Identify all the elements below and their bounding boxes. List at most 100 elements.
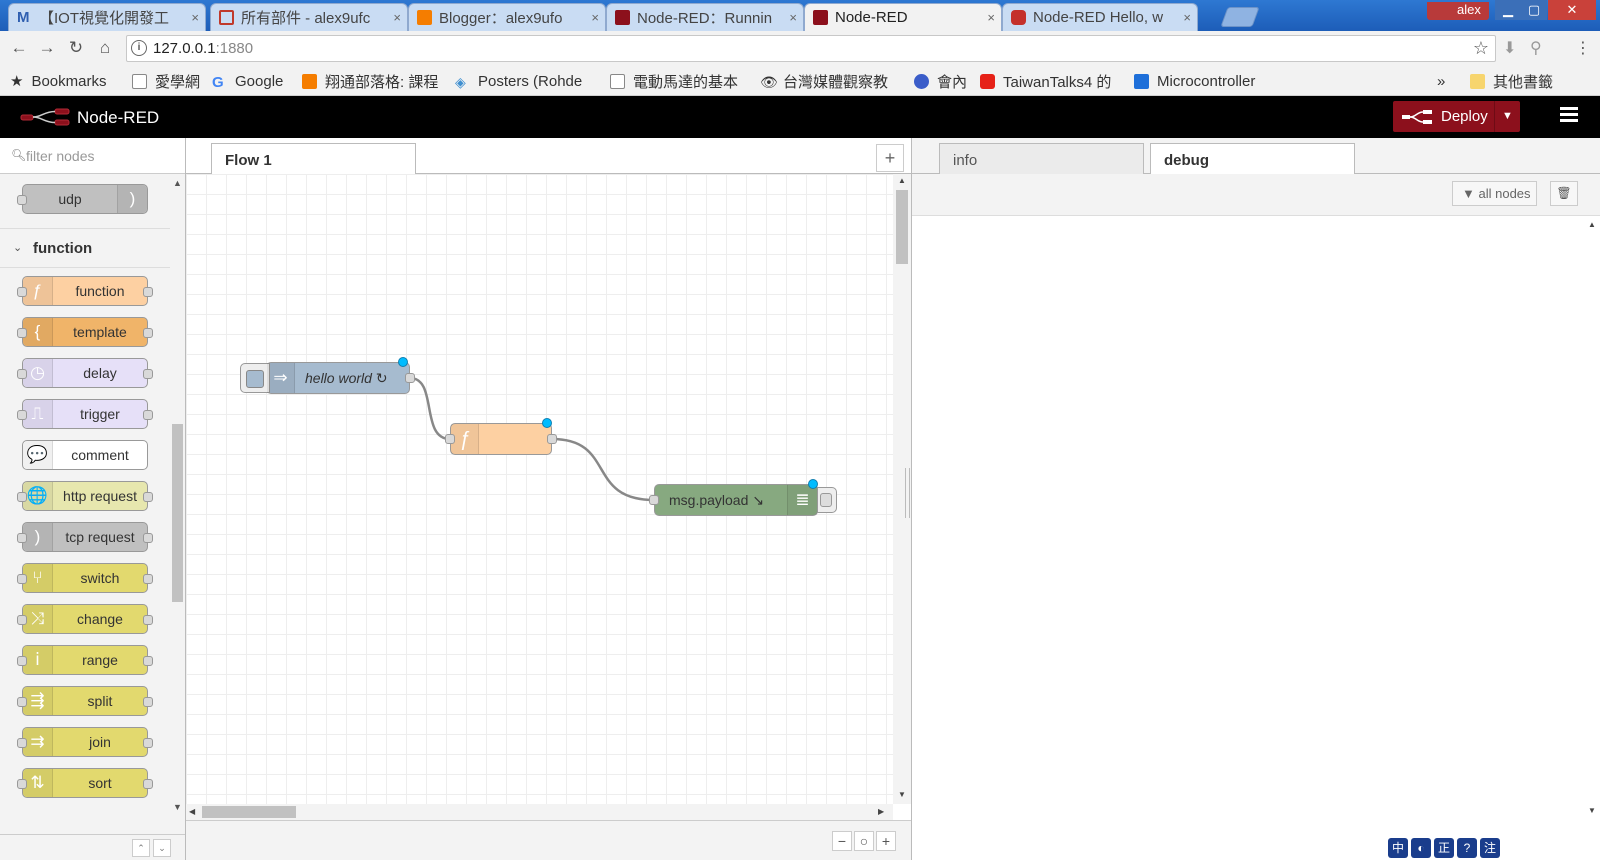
bookmark-item[interactable]: TaiwanTalks4 的 <box>980 71 1120 91</box>
main-menu-hamburger-icon[interactable] <box>1556 104 1582 130</box>
browser-tab[interactable]: Node-RED：Runnin × <box>606 3 804 31</box>
palette-node-delay[interactable]: ◷delay <box>17 358 153 388</box>
ime-halfwidth-icon[interactable]: ◐ <box>1411 838 1431 858</box>
tab-close-icon[interactable]: × <box>789 10 797 25</box>
scroll-down-icon[interactable]: ▼ <box>1588 806 1596 815</box>
minimize-icon[interactable]: ▁ <box>1495 0 1521 20</box>
ime-traditional-icon[interactable]: 正 <box>1434 838 1454 858</box>
url-input[interactable]: i 127.0.0.1:1880 ☆ <box>126 35 1496 62</box>
debug-toggle-button[interactable] <box>817 487 837 513</box>
tab-close-icon[interactable]: × <box>591 10 599 25</box>
bookmarks-button[interactable]: ★ Bookmarks <box>10 72 107 91</box>
flow-node-debug[interactable]: msg.payload ↘ ≣ <box>649 479 837 516</box>
bookmark-item[interactable]: G Google <box>212 72 284 91</box>
palette-node-trigger[interactable]: ⎍trigger <box>17 399 153 429</box>
new-tab-button[interactable] <box>1220 7 1260 27</box>
scroll-up-icon[interactable]: ▲ <box>898 176 906 185</box>
browser-tab[interactable]: Blogger：alex9ufo × <box>408 3 606 31</box>
input-port[interactable] <box>649 495 659 505</box>
palette-node-sort[interactable]: ⇅sort <box>17 768 153 798</box>
tab-info[interactable]: info <box>939 143 1144 175</box>
palette-node-split[interactable]: ⇶split <box>17 686 153 716</box>
ime-mode-icon[interactable]: 中 <box>1388 838 1408 858</box>
home-icon[interactable]: ⌂ <box>99 38 111 57</box>
scroll-down-icon[interactable]: ▼ <box>173 802 182 812</box>
debug-scrollbar[interactable]: ▲ ▼ <box>1584 216 1600 824</box>
palette-node-join[interactable]: ⇉join <box>17 727 153 757</box>
palette-category-header[interactable]: ⌄ function <box>0 228 170 268</box>
add-flow-button[interactable]: + <box>876 144 904 172</box>
inject-trigger-button[interactable] <box>240 363 270 393</box>
chrome-menu-icon[interactable]: ⋮ <box>1575 40 1591 57</box>
ime-help-icon[interactable]: ? <box>1457 838 1477 858</box>
browser-tab[interactable]: Node-RED Hello, w × <box>1002 3 1198 31</box>
flow-node-inject[interactable]: ⇒ hello world ↻ <box>240 357 415 394</box>
palette-node-udp[interactable]: udp ) <box>17 184 148 214</box>
bookmark-item[interactable]: ◈ Posters (Rohde <box>455 72 583 90</box>
output-port[interactable] <box>547 434 557 444</box>
bookmark-item[interactable]: 翔通部落格: 課程 <box>302 71 440 91</box>
tab-debug[interactable]: debug <box>1150 143 1355 175</box>
window-close-icon[interactable]: ✕ <box>1548 0 1596 20</box>
bookmark-item[interactable]: 👁 台灣媒體觀察教 <box>760 73 889 91</box>
palette-node-tcp-request[interactable]: )tcp request <box>17 522 153 552</box>
scroll-down-icon[interactable]: ▼ <box>898 790 906 799</box>
browser-tab-active[interactable]: Node-RED × <box>804 3 1002 31</box>
workspace-horizontal-scrollbar[interactable]: ◀ ▶ <box>186 804 893 820</box>
deploy-options-caret-icon[interactable]: ▼ <box>1494 101 1520 132</box>
scrollbar-thumb[interactable] <box>202 806 296 818</box>
tab-close-icon[interactable]: × <box>1183 10 1191 25</box>
palette-scrollbar[interactable]: ▲ ▼ <box>170 174 185 834</box>
bookmarks-more-button[interactable]: » <box>1437 72 1446 90</box>
debug-filter-button[interactable]: ▼ all nodes <box>1452 181 1537 206</box>
bookmark-star-icon[interactable]: ☆ <box>1472 38 1489 58</box>
deploy-button[interactable]: Deploy ▼ <box>1393 101 1520 132</box>
scroll-up-icon[interactable]: ▲ <box>1588 220 1596 229</box>
other-bookmarks-folder[interactable]: 其他書籤 <box>1470 71 1553 91</box>
extension-download-icon[interactable]: ⬇ <box>1503 40 1517 57</box>
palette-node-template[interactable]: {template <box>17 317 153 347</box>
palette-node-change[interactable]: ⤨change <box>17 604 153 634</box>
extension-icon[interactable]: ⚲ <box>1530 40 1542 57</box>
sidebar-resize-handle[interactable] <box>905 468 910 518</box>
tab-close-icon[interactable]: × <box>987 10 995 25</box>
ime-zhuyin-icon[interactable]: 注 <box>1480 838 1500 858</box>
input-port[interactable] <box>445 434 455 444</box>
flow-canvas[interactable]: ⇒ hello world ↻ ƒ msg.payload ↘ ≣ <box>186 174 893 804</box>
collapse-all-icon[interactable]: ⌃ <box>132 839 150 857</box>
workspace-vertical-scrollbar[interactable]: ▲ ▼ <box>893 174 911 804</box>
tab-close-icon[interactable]: × <box>393 10 401 25</box>
scrollbar-thumb[interactable] <box>172 424 183 602</box>
palette-filter-input[interactable]: 🔍︎ filter nodes <box>0 138 185 174</box>
scroll-up-icon[interactable]: ▲ <box>173 178 182 188</box>
browser-tab[interactable]: M 【IOT視覺化開發工 × <box>8 3 206 31</box>
forward-icon[interactable]: → <box>38 38 56 57</box>
reload-icon[interactable]: ↻ <box>68 38 84 57</box>
expand-all-icon[interactable]: ⌄ <box>153 839 171 857</box>
palette-node-http-request[interactable]: 🌐http request <box>17 481 153 511</box>
back-icon[interactable]: ← <box>10 38 28 57</box>
scrollbar-thumb[interactable] <box>896 190 908 264</box>
zoom-in-button[interactable]: + <box>876 831 896 851</box>
palette-node-comment[interactable]: 💬comment <box>22 440 148 470</box>
scroll-left-icon[interactable]: ◀ <box>189 807 196 816</box>
info-icon[interactable]: i <box>131 40 147 56</box>
tab-flow-1[interactable]: Flow 1 <box>211 143 416 175</box>
browser-tab[interactable]: 所有部件 - alex9ufc × <box>210 3 408 31</box>
bookmark-item[interactable]: Microcontroller <box>1134 71 1274 91</box>
bookmark-item[interactable]: 會內 <box>914 71 967 91</box>
flow-node-function[interactable]: ƒ <box>445 418 557 455</box>
bookmark-item[interactable]: 電動馬達的基本 <box>610 71 748 91</box>
scroll-right-icon[interactable]: ▶ <box>878 807 885 816</box>
window-user-badge[interactable]: alex <box>1427 2 1489 20</box>
tab-close-icon[interactable]: × <box>191 10 199 25</box>
palette-node-switch[interactable]: ⑂switch <box>17 563 153 593</box>
output-port[interactable] <box>405 373 415 383</box>
zoom-reset-button[interactable]: ○ <box>854 831 874 851</box>
maximize-icon[interactable]: ▢ <box>1521 0 1547 20</box>
zoom-out-button[interactable]: − <box>832 831 852 851</box>
bookmark-item[interactable]: 愛學網 <box>132 71 200 91</box>
debug-clear-button[interactable]: 🗑 <box>1550 181 1578 206</box>
